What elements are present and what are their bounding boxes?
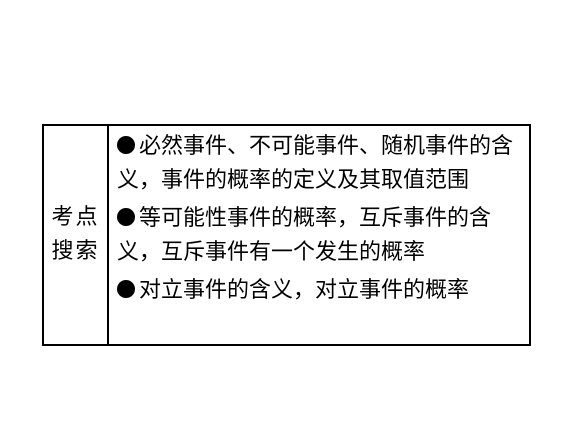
point-item: 等可能性事件的概率，互斥事件的含义，互斥事件有一个发生的概率: [117, 202, 529, 270]
bullet-icon: [117, 280, 135, 298]
point-text: 必然事件、不可能事件、随机事件的含义，事件的概率的定义及其取值范围: [117, 134, 514, 193]
label-cell: 考点 搜索: [44, 126, 109, 344]
point-item: 对立事件的含义，对立事件的概率: [117, 274, 529, 308]
point-text: 等可能性事件的概率，互斥事件的含义，互斥事件有一个发生的概率: [117, 206, 492, 265]
bullet-icon: [117, 136, 135, 154]
content-cell: 必然事件、不可能事件、随机事件的含义，事件的概率的定义及其取值范围 等可能性事件…: [109, 126, 529, 344]
point-text: 对立事件的含义，对立事件的概率: [139, 278, 470, 303]
bullet-icon: [117, 208, 135, 226]
point-item: 必然事件、不可能事件、随机事件的含义，事件的概率的定义及其取值范围: [117, 130, 529, 198]
row-label-line1: 考点: [51, 205, 100, 230]
row-label: 考点 搜索: [51, 201, 99, 269]
exam-points-table: 考点 搜索 必然事件、不可能事件、随机事件的含义，事件的概率的定义及其取值范围 …: [42, 124, 531, 346]
row-label-line2: 搜索: [51, 239, 100, 264]
